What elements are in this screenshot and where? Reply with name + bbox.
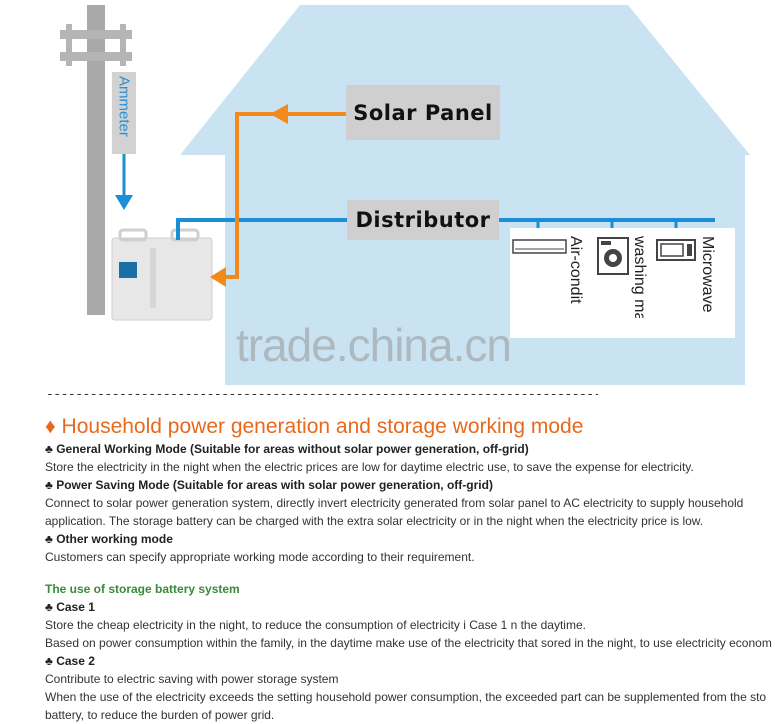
pole-crossbar-top — [60, 30, 132, 39]
mode-heading: ♣ Other working mode — [45, 532, 173, 546]
diagram-graphic — [60, 5, 750, 385]
pole-crossbar-bottom — [60, 52, 132, 61]
case-text: Contribute to electric saving with power… — [45, 672, 339, 686]
battery-section-title: The use of storage battery system — [45, 582, 240, 596]
mode-heading: ♣ General Working Mode (Suitable for are… — [45, 442, 529, 456]
case-text: Based on power consumption within the fa… — [45, 636, 772, 650]
mode-text: Connect to solar power generation system… — [45, 496, 744, 510]
ammeter-label: Ammeter — [112, 72, 136, 154]
solar-arrow-top-icon — [270, 104, 288, 124]
case-text: battery, to reduce the burden of power g… — [45, 708, 275, 722]
mode-heading: ♣ Power Saving Mode (Suitable for areas … — [45, 478, 493, 492]
air-conditioner-icon — [512, 239, 567, 254]
dashed-divider: ----------------------------------------… — [46, 387, 598, 401]
microwave-label: Microwave — [699, 236, 716, 313]
case-text: When the use of the electricity exceeds … — [45, 690, 767, 704]
mode-text: Customers can specify appropriate workin… — [45, 550, 475, 564]
watermark: trade.china.cn — [236, 319, 512, 371]
solar-wire — [225, 112, 346, 279]
ammeter-arrow-icon — [115, 195, 133, 210]
case-heading: ♣ Case 2 — [45, 654, 95, 668]
washing-machine-label: washing ma — [631, 236, 648, 318]
section-title: ♦ Household power generation and storage… — [45, 415, 584, 438]
distributor-label: Distributor — [347, 200, 499, 240]
case-text: Store the cheap electricity in the night… — [45, 618, 586, 632]
mode-text: Store the electricity in the night when … — [45, 460, 694, 474]
power-system-diagram: Ammeter Solar Panel Distributor Air-cond… — [60, 5, 750, 385]
case-heading: ♣ Case 1 — [45, 600, 95, 614]
air-conditioner-label: Air-condit — [567, 236, 584, 304]
solar-panel-label: Solar Panel — [346, 85, 500, 140]
storage-unit — [111, 237, 213, 321]
utility-pole — [87, 5, 105, 315]
solar-arrow-left-icon — [210, 267, 226, 287]
content-text: ♦ Household power generation and storage… — [45, 414, 775, 724]
mode-text: application. The storage battery can be … — [45, 514, 704, 528]
storage-unit-screen — [119, 262, 137, 278]
